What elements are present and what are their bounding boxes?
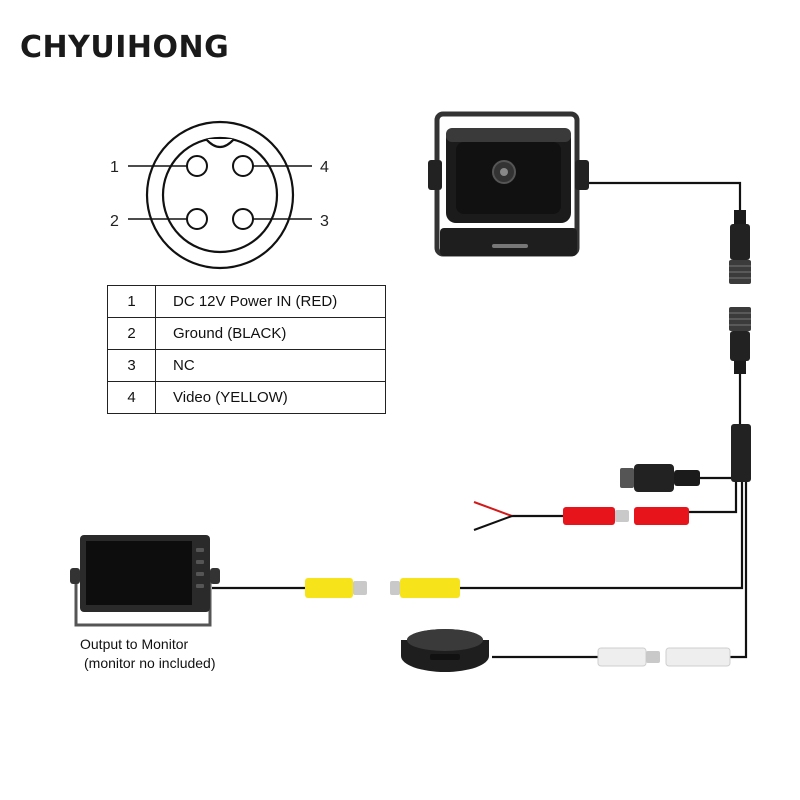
monitor-caption-note: (monitor no included) (84, 655, 216, 671)
connector-face: 1 4 2 3 (110, 120, 329, 270)
video-plug-monitor-side (305, 578, 367, 598)
pin-label-3: 3 (320, 213, 329, 230)
microphone-puck (401, 629, 489, 672)
pin-description: Video (YELLOW) (155, 381, 386, 414)
power-plug-female (563, 507, 629, 525)
pin-label-2: 2 (110, 213, 119, 230)
pin-description: Ground (BLACK) (155, 317, 386, 350)
monitor-screen (86, 541, 192, 605)
aviation-connector-male (729, 210, 751, 284)
table-row: 4 Video (YELLOW) (107, 381, 386, 414)
pin-2-hole (186, 208, 208, 230)
pin-number: 1 (107, 285, 156, 318)
pin-number: 4 (107, 381, 156, 414)
brand-logo: CHYUIHONG (20, 30, 230, 65)
pin-1-hole (186, 155, 208, 177)
power-plug-male (634, 507, 689, 525)
pin-4-hole (232, 155, 254, 177)
pin-number: 2 (107, 317, 156, 350)
table-row: 3 NC (107, 349, 386, 382)
monitor-caption: Output to Monitor (80, 636, 189, 652)
pin-table: 1 DC 12V Power IN (RED) 2 Ground (BLACK)… (107, 285, 386, 414)
pin-number: 3 (107, 349, 156, 382)
pin-3-hole (232, 208, 254, 230)
table-row: 1 DC 12V Power IN (RED) (107, 285, 386, 318)
pin-description: DC 12V Power IN (RED) (155, 285, 386, 318)
pin-label-4: 4 (320, 159, 329, 176)
audio-plug-mic-side (597, 647, 660, 667)
video-plug-camera-side (390, 578, 460, 598)
pin-label-1: 1 (110, 159, 119, 176)
pin-description: NC (155, 349, 386, 382)
monitor (70, 535, 220, 627)
aviation-connector-female (729, 307, 751, 374)
power-wire-ends (473, 501, 513, 531)
camera (428, 111, 589, 257)
cable-splitter (731, 424, 751, 482)
audio-plug-camera-side (665, 647, 731, 667)
extension-aviation-plug (620, 464, 700, 492)
table-row: 2 Ground (BLACK) (107, 317, 386, 350)
